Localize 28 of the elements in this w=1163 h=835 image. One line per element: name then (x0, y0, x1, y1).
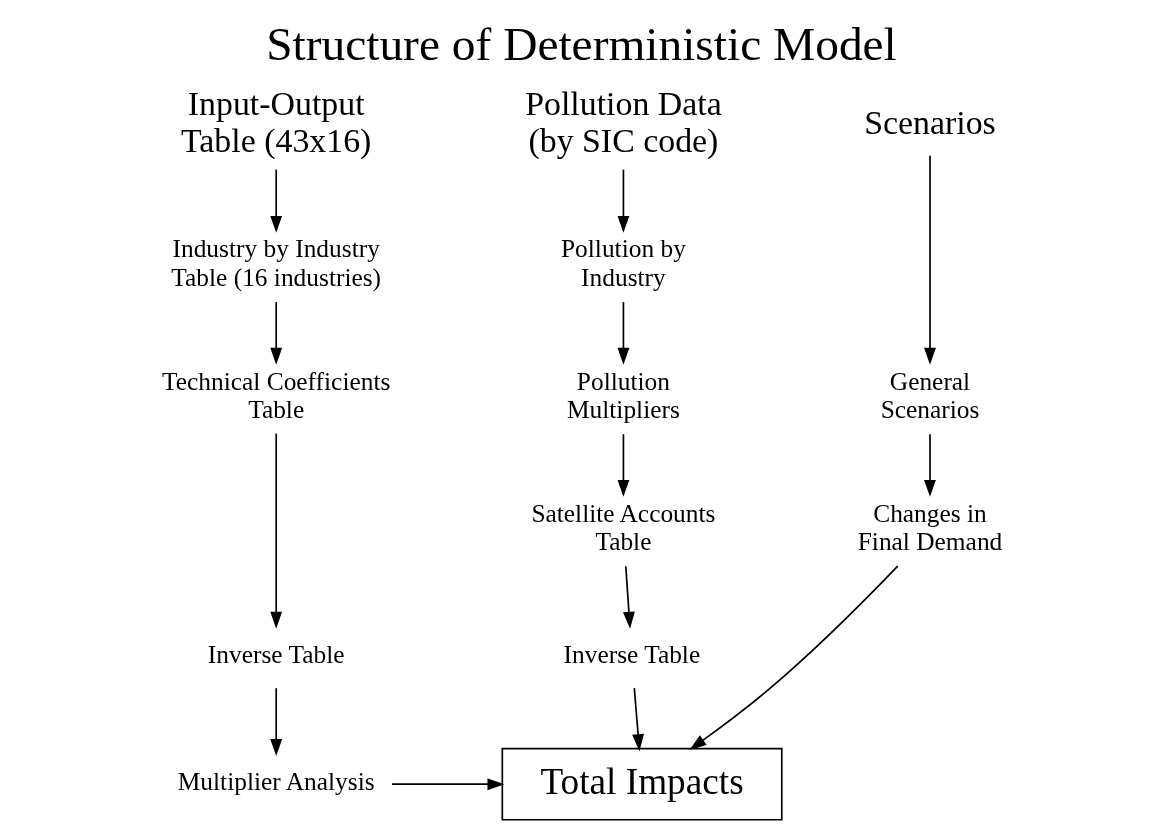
arrow (270, 432, 283, 629)
node-text: Scenarios (864, 103, 996, 141)
arrow (617, 168, 630, 233)
arrow (270, 687, 283, 756)
node-text: Technical Coefficients Table (162, 366, 391, 424)
arrow (617, 433, 630, 497)
arrow (270, 168, 283, 233)
node-text: Pollution Multipliers (566, 366, 680, 424)
node-text: Satellite Accounts Table (531, 498, 716, 556)
arrow (924, 155, 936, 365)
node-box: Total Impacts (501, 747, 783, 821)
node-text: Changes in Final Demand (857, 498, 1003, 556)
arrow (632, 687, 644, 752)
arrow (617, 301, 630, 365)
arrow (391, 778, 505, 791)
node-text: Multiplier Analysis (177, 767, 375, 796)
node-text: Inverse Table (207, 640, 345, 669)
node-text: Pollution by Industry (560, 234, 686, 292)
arrow (924, 433, 936, 497)
arrow (270, 301, 283, 365)
arrow (689, 565, 899, 750)
node-text: Inverse Table (563, 640, 701, 669)
node-text: Input-Output Table (43x16) (181, 85, 372, 160)
node-text: Industry by Industry Table (16 industries) (171, 234, 382, 292)
node-text: Pollution Data (by SIC code) (525, 85, 722, 160)
diagram-title: Structure of Deterministic Model (266, 17, 897, 70)
arrow (623, 565, 635, 629)
node-text: General Scenarios (880, 366, 980, 424)
